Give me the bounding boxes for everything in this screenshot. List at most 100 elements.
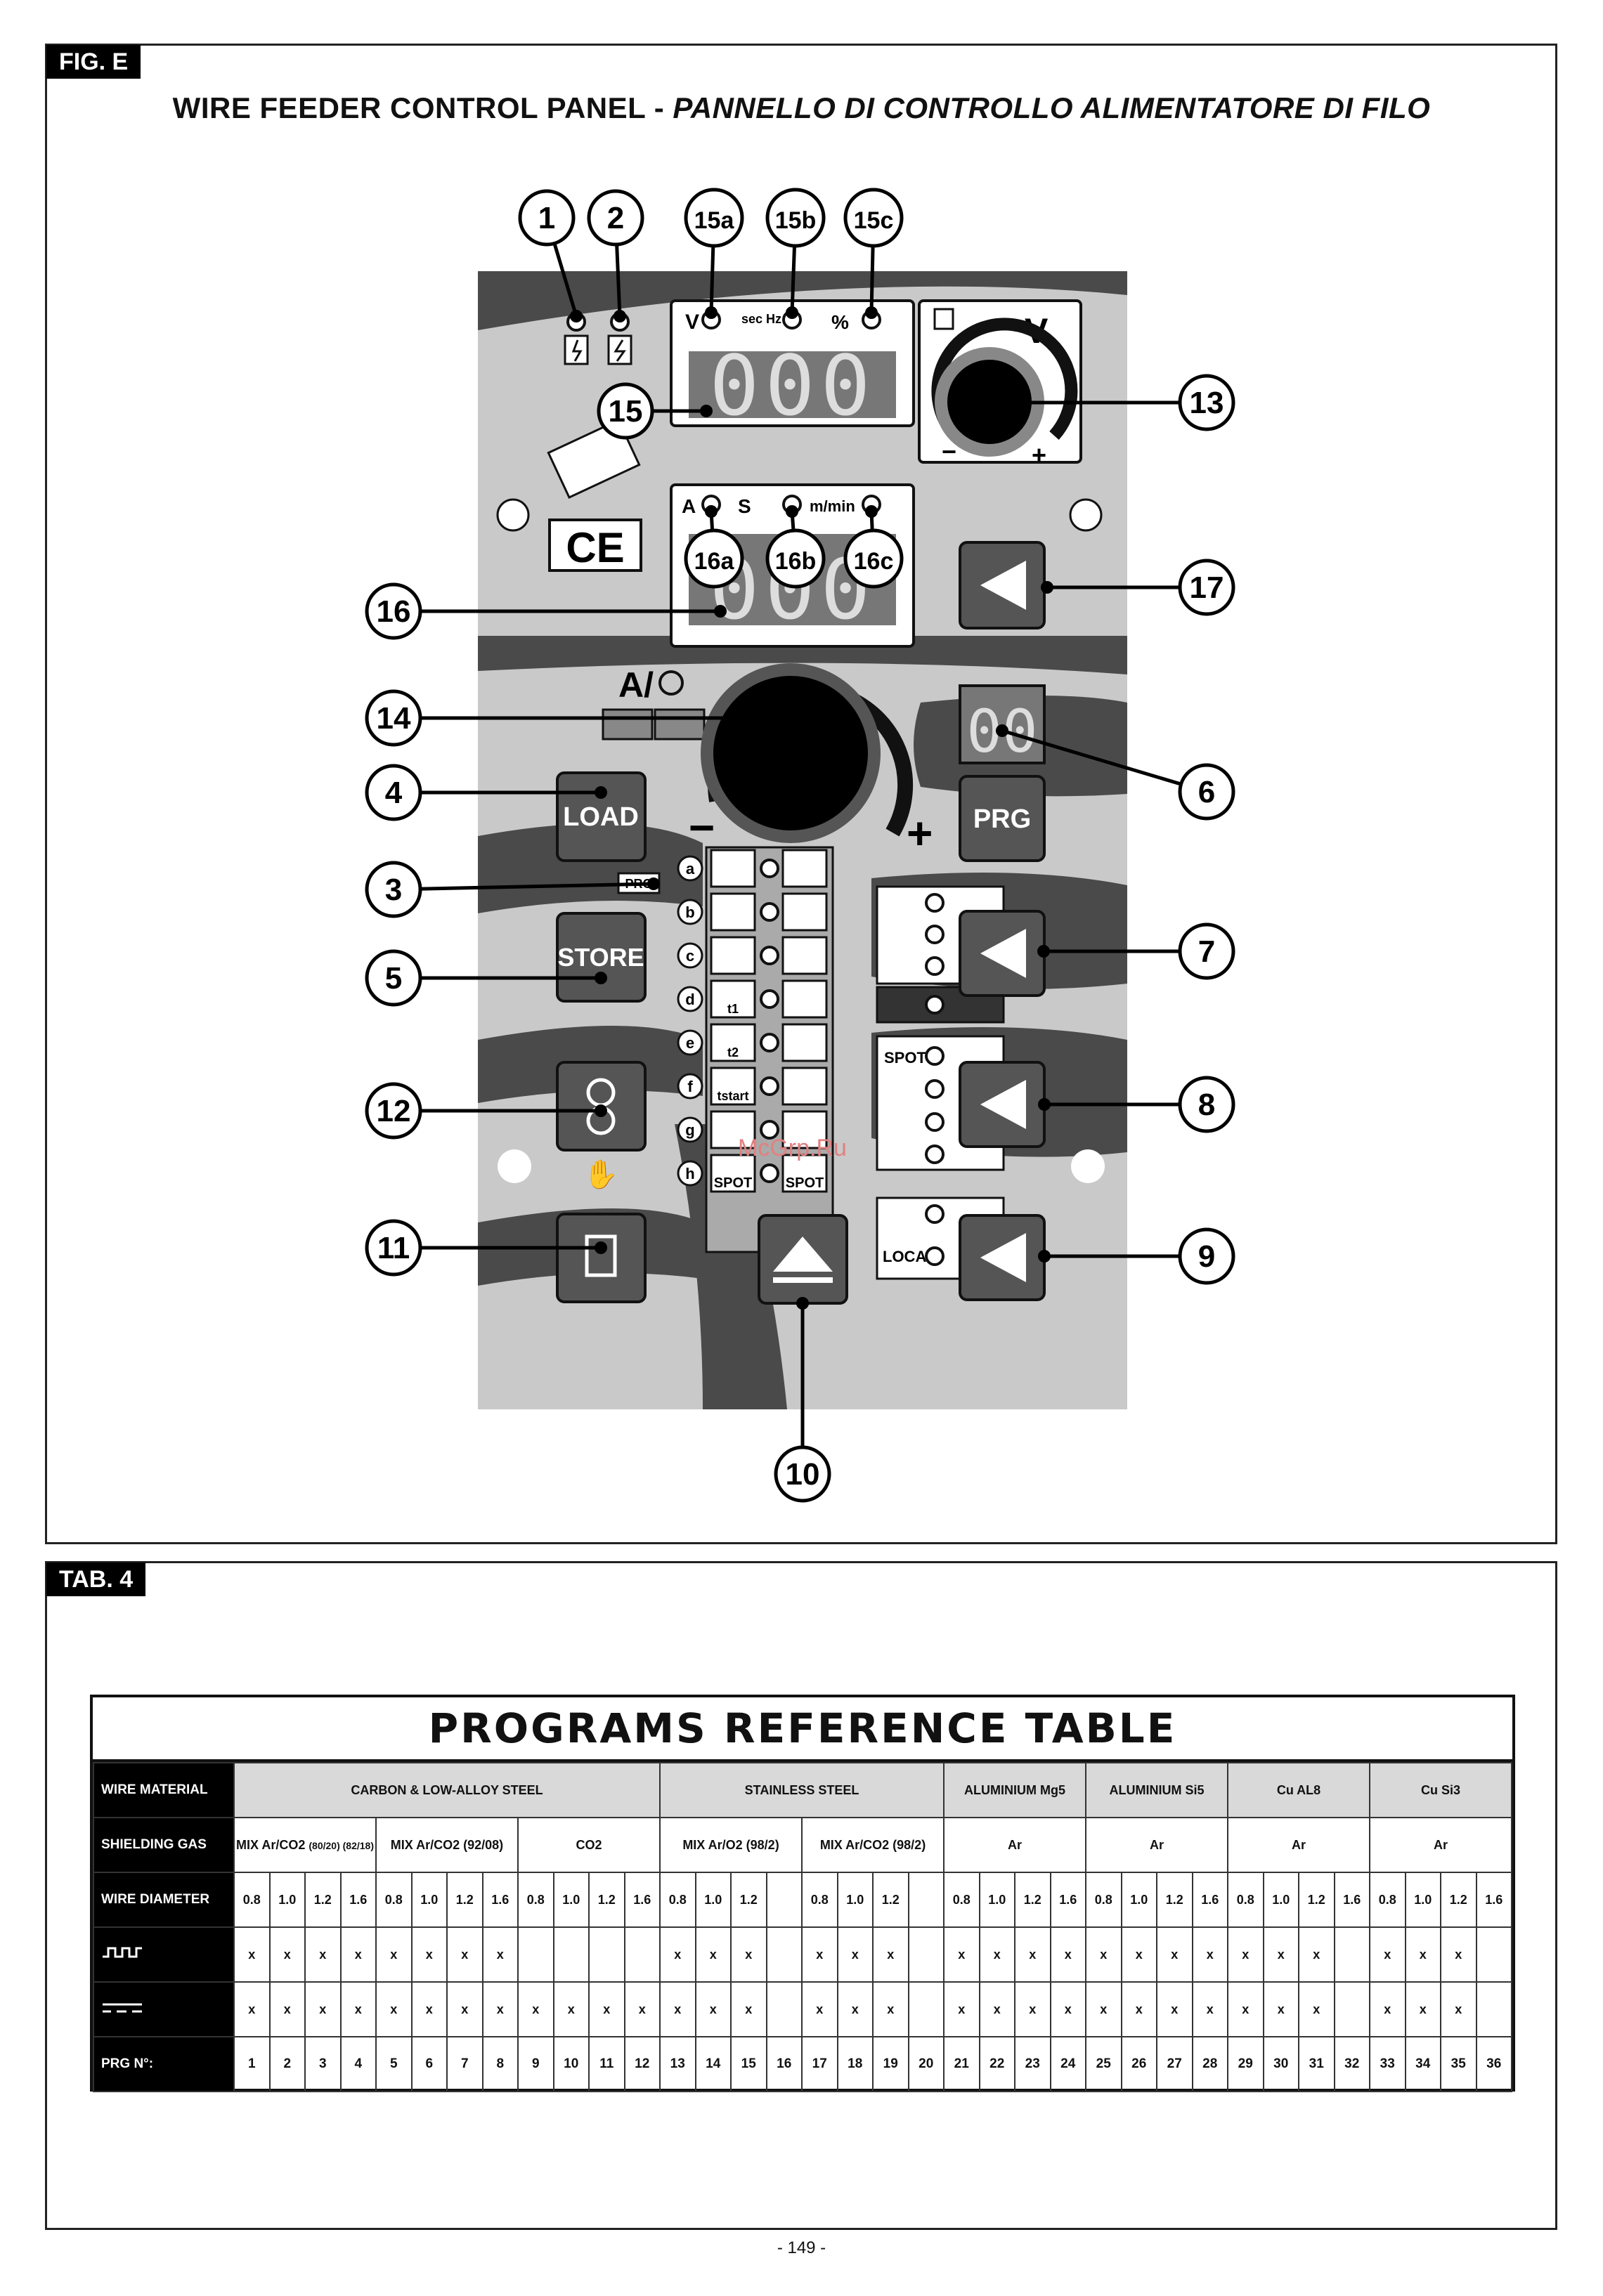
function-icon-label: SPOT: [714, 1175, 752, 1191]
callout-dot: [1041, 581, 1053, 594]
callout-circle: [1178, 763, 1235, 821]
table-cell: 12: [623, 2036, 661, 2092]
callout-number: 2: [607, 201, 624, 235]
row-head-row-wire-diameter: WIRE DIAMETER: [93, 1872, 235, 1928]
table-cell: 1.2: [730, 1872, 767, 1928]
callout-dot: [705, 505, 718, 518]
mount-hole-bl: [498, 1149, 531, 1183]
callout-number: 13: [1190, 386, 1224, 420]
table-cell: 35: [1440, 2036, 1477, 2092]
function-icon-left: [710, 892, 756, 932]
table-cell: x: [1227, 1981, 1264, 2037]
table-cell: 17: [801, 2036, 838, 2092]
fig-e-frame: [45, 44, 1557, 1544]
callout-leader: [1001, 729, 1207, 794]
watermark: McGrp.Ru: [738, 1135, 847, 1161]
arrow-up-base: [773, 1277, 833, 1283]
display-15-value: 000: [709, 337, 876, 434]
callout-circle: [774, 1445, 831, 1503]
callout-number: 16: [377, 594, 411, 629]
row-letter: a: [686, 860, 695, 878]
callout-number: 15b: [775, 207, 817, 234]
table-cell: 34: [1404, 2036, 1441, 2092]
swoosh-top: [478, 271, 1127, 330]
callout-circle: [518, 189, 576, 247]
load-button[interactable]: [556, 771, 647, 862]
row-letter-badge: [677, 855, 703, 882]
callout-dot: [786, 505, 798, 518]
prg-button[interactable]: [959, 775, 1046, 862]
knob-14-minus: −: [689, 802, 715, 853]
table-cell: [1475, 1981, 1512, 2037]
function-led: [760, 859, 779, 878]
table-cell: 1.6: [1333, 1872, 1370, 1928]
spot-label: SPOT: [884, 1049, 926, 1067]
table-cell: 19: [872, 2036, 909, 2092]
table-cell: 1.2: [446, 1872, 484, 1928]
callout-circle: [843, 528, 904, 589]
row-letter: f: [687, 1078, 693, 1095]
table-cell: [907, 1872, 945, 1928]
table-cell: [552, 1926, 590, 1983]
knob-14-plus: +: [907, 808, 933, 859]
function-icon-left: [710, 1154, 756, 1193]
table-cell: 32: [1333, 2036, 1370, 2092]
table-cell: x: [446, 1926, 484, 1983]
callout-dot: [595, 972, 607, 984]
led-4t-b: [925, 1079, 945, 1099]
table-cell: x: [304, 1981, 342, 2037]
mount-hole-br: [1071, 1149, 1105, 1183]
table-cell: 13: [659, 2036, 696, 2092]
table-cell: 6: [410, 2036, 448, 2092]
callout-number: 16c: [854, 548, 894, 575]
button-11[interactable]: [556, 1213, 647, 1303]
function-led: [760, 1033, 779, 1052]
wire-reel-icon: [658, 670, 684, 696]
callout-circle: [597, 382, 654, 440]
knob-14-label: A/: [618, 665, 654, 705]
led-label-s: S: [738, 495, 751, 517]
table-cell: x: [339, 1981, 377, 2037]
table-cell: x: [1262, 1926, 1299, 1983]
table-cell: 0.8: [659, 1872, 696, 1928]
table-cell: x: [410, 1926, 448, 1983]
table-cell: [623, 1926, 661, 1983]
wire-feeder-control-panel: V sec Hz % 000 V − + CE A S m/min 000 A/…: [365, 188, 1235, 1503]
row-letter: c: [686, 947, 694, 965]
led-label-sec-hz: sec Hz: [741, 312, 781, 326]
led-mode-2: [925, 925, 945, 944]
gas-ar: Ar: [1369, 1817, 1512, 1873]
function-icon-left: [710, 936, 756, 975]
callout-circle: [365, 689, 422, 747]
callout-number: 15a: [694, 207, 735, 234]
row-head-row-pulse: [93, 1926, 235, 1983]
callout-dot: [700, 405, 713, 417]
gas-mix-ar-co2-98-2: MIX Ar/CO2 (98/2): [801, 1817, 945, 1873]
knob-13[interactable]: [947, 360, 1032, 444]
led-4t: [925, 1112, 945, 1132]
led-spot: [925, 1046, 945, 1066]
table-cell: x: [233, 1926, 271, 1983]
dc-icon: [103, 2003, 142, 2013]
row-letter: g: [685, 1121, 694, 1139]
function-led: [760, 1163, 779, 1183]
table-cell: x: [836, 1981, 874, 2037]
table-cell: 11: [588, 2036, 625, 2092]
table-cell: 1.0: [694, 1872, 732, 1928]
gas-mix-ar-co2-80-20: MIX Ar/CO2 (80/20) (82/18): [233, 1817, 377, 1873]
table-cell: [517, 1926, 554, 1983]
knob-14[interactable]: [713, 676, 868, 830]
function-led: [760, 1120, 779, 1140]
row-shielding-gas: SHIELDING GAS MIX Ar/CO2 (80/20) (82/18)…: [93, 1817, 1512, 1873]
callout-dot: [796, 1297, 809, 1310]
page-number: - 149 -: [777, 2238, 826, 2257]
table-cell: x: [517, 1981, 554, 2037]
table-cell: x: [694, 1981, 732, 2037]
table-cell: x: [375, 1981, 413, 2037]
callout-number: 12: [377, 1094, 411, 1128]
table-cell: x: [1440, 1981, 1477, 2037]
function-icon-right: [781, 1110, 828, 1149]
